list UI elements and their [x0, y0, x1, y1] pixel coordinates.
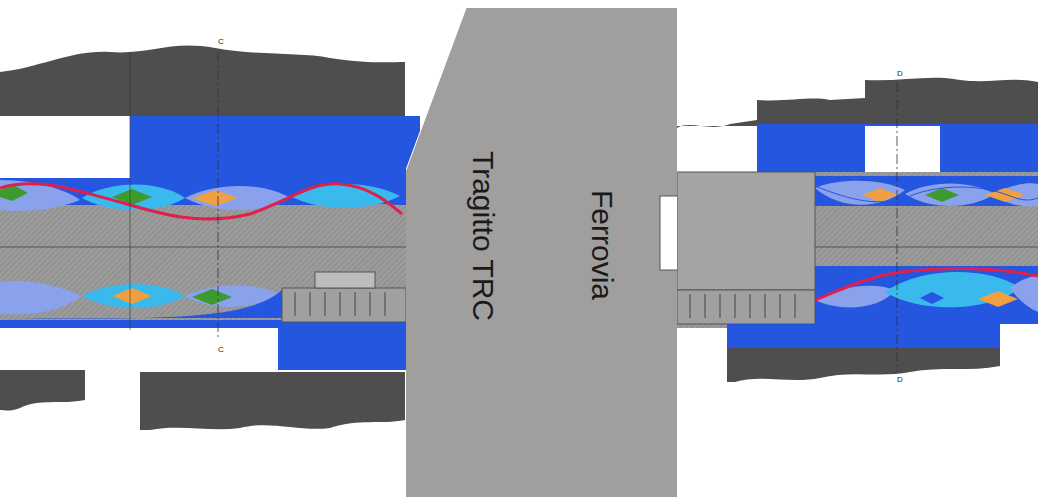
white-lot [0, 328, 278, 372]
tree [862, 188, 898, 202]
sidewalk [0, 116, 420, 348]
shelter [315, 272, 375, 288]
planting-lens [1010, 276, 1038, 312]
sidewalk [815, 266, 1038, 326]
section-marker: C [218, 346, 224, 354]
sidewalk [278, 320, 406, 370]
sidewalk [815, 176, 1038, 206]
road-axis [0, 247, 406, 248]
platform [677, 290, 815, 324]
building-block [140, 372, 405, 430]
building-block [677, 78, 1038, 128]
tree [192, 289, 232, 305]
red-path [0, 184, 402, 219]
corridor-outline [406, 8, 677, 497]
white-lot [0, 116, 130, 178]
section-marker: D [897, 70, 903, 78]
section-marker: D [897, 376, 903, 384]
corridor-label: Tragitto TRC [468, 151, 498, 321]
corridor-label: Ferrovia [587, 190, 617, 300]
section-marker: C [218, 38, 224, 46]
road [677, 172, 1038, 328]
planting-lens [885, 272, 1020, 307]
section-line [897, 82, 898, 372]
corridor-edge [406, 8, 466, 170]
red-path [815, 186, 1038, 202]
tree [192, 190, 238, 206]
tree [920, 292, 944, 304]
white-lot [865, 126, 940, 176]
crossing-gate [660, 196, 677, 270]
white-lot [1000, 324, 1038, 364]
station-area [677, 172, 815, 290]
sidewalk [727, 324, 1038, 348]
building-block [727, 348, 1000, 382]
white-lot [737, 126, 757, 170]
corridor-fill [406, 8, 677, 497]
building-block [0, 46, 405, 116]
planting-lens [0, 281, 82, 315]
tree [978, 291, 1018, 307]
road-axis [815, 247, 1038, 248]
rail-corridor: Tragitto TRC Ferrovia [406, 8, 677, 497]
red-path [815, 269, 1038, 300]
planting-lens [82, 284, 185, 308]
tree [112, 288, 152, 304]
platform-lines [295, 292, 385, 316]
planting-lens [185, 186, 290, 210]
platform [282, 288, 406, 322]
building-block [0, 370, 85, 411]
grid-line [130, 52, 131, 330]
planting-lens [290, 184, 400, 208]
section-line [218, 52, 219, 340]
platform-lines [690, 294, 795, 318]
